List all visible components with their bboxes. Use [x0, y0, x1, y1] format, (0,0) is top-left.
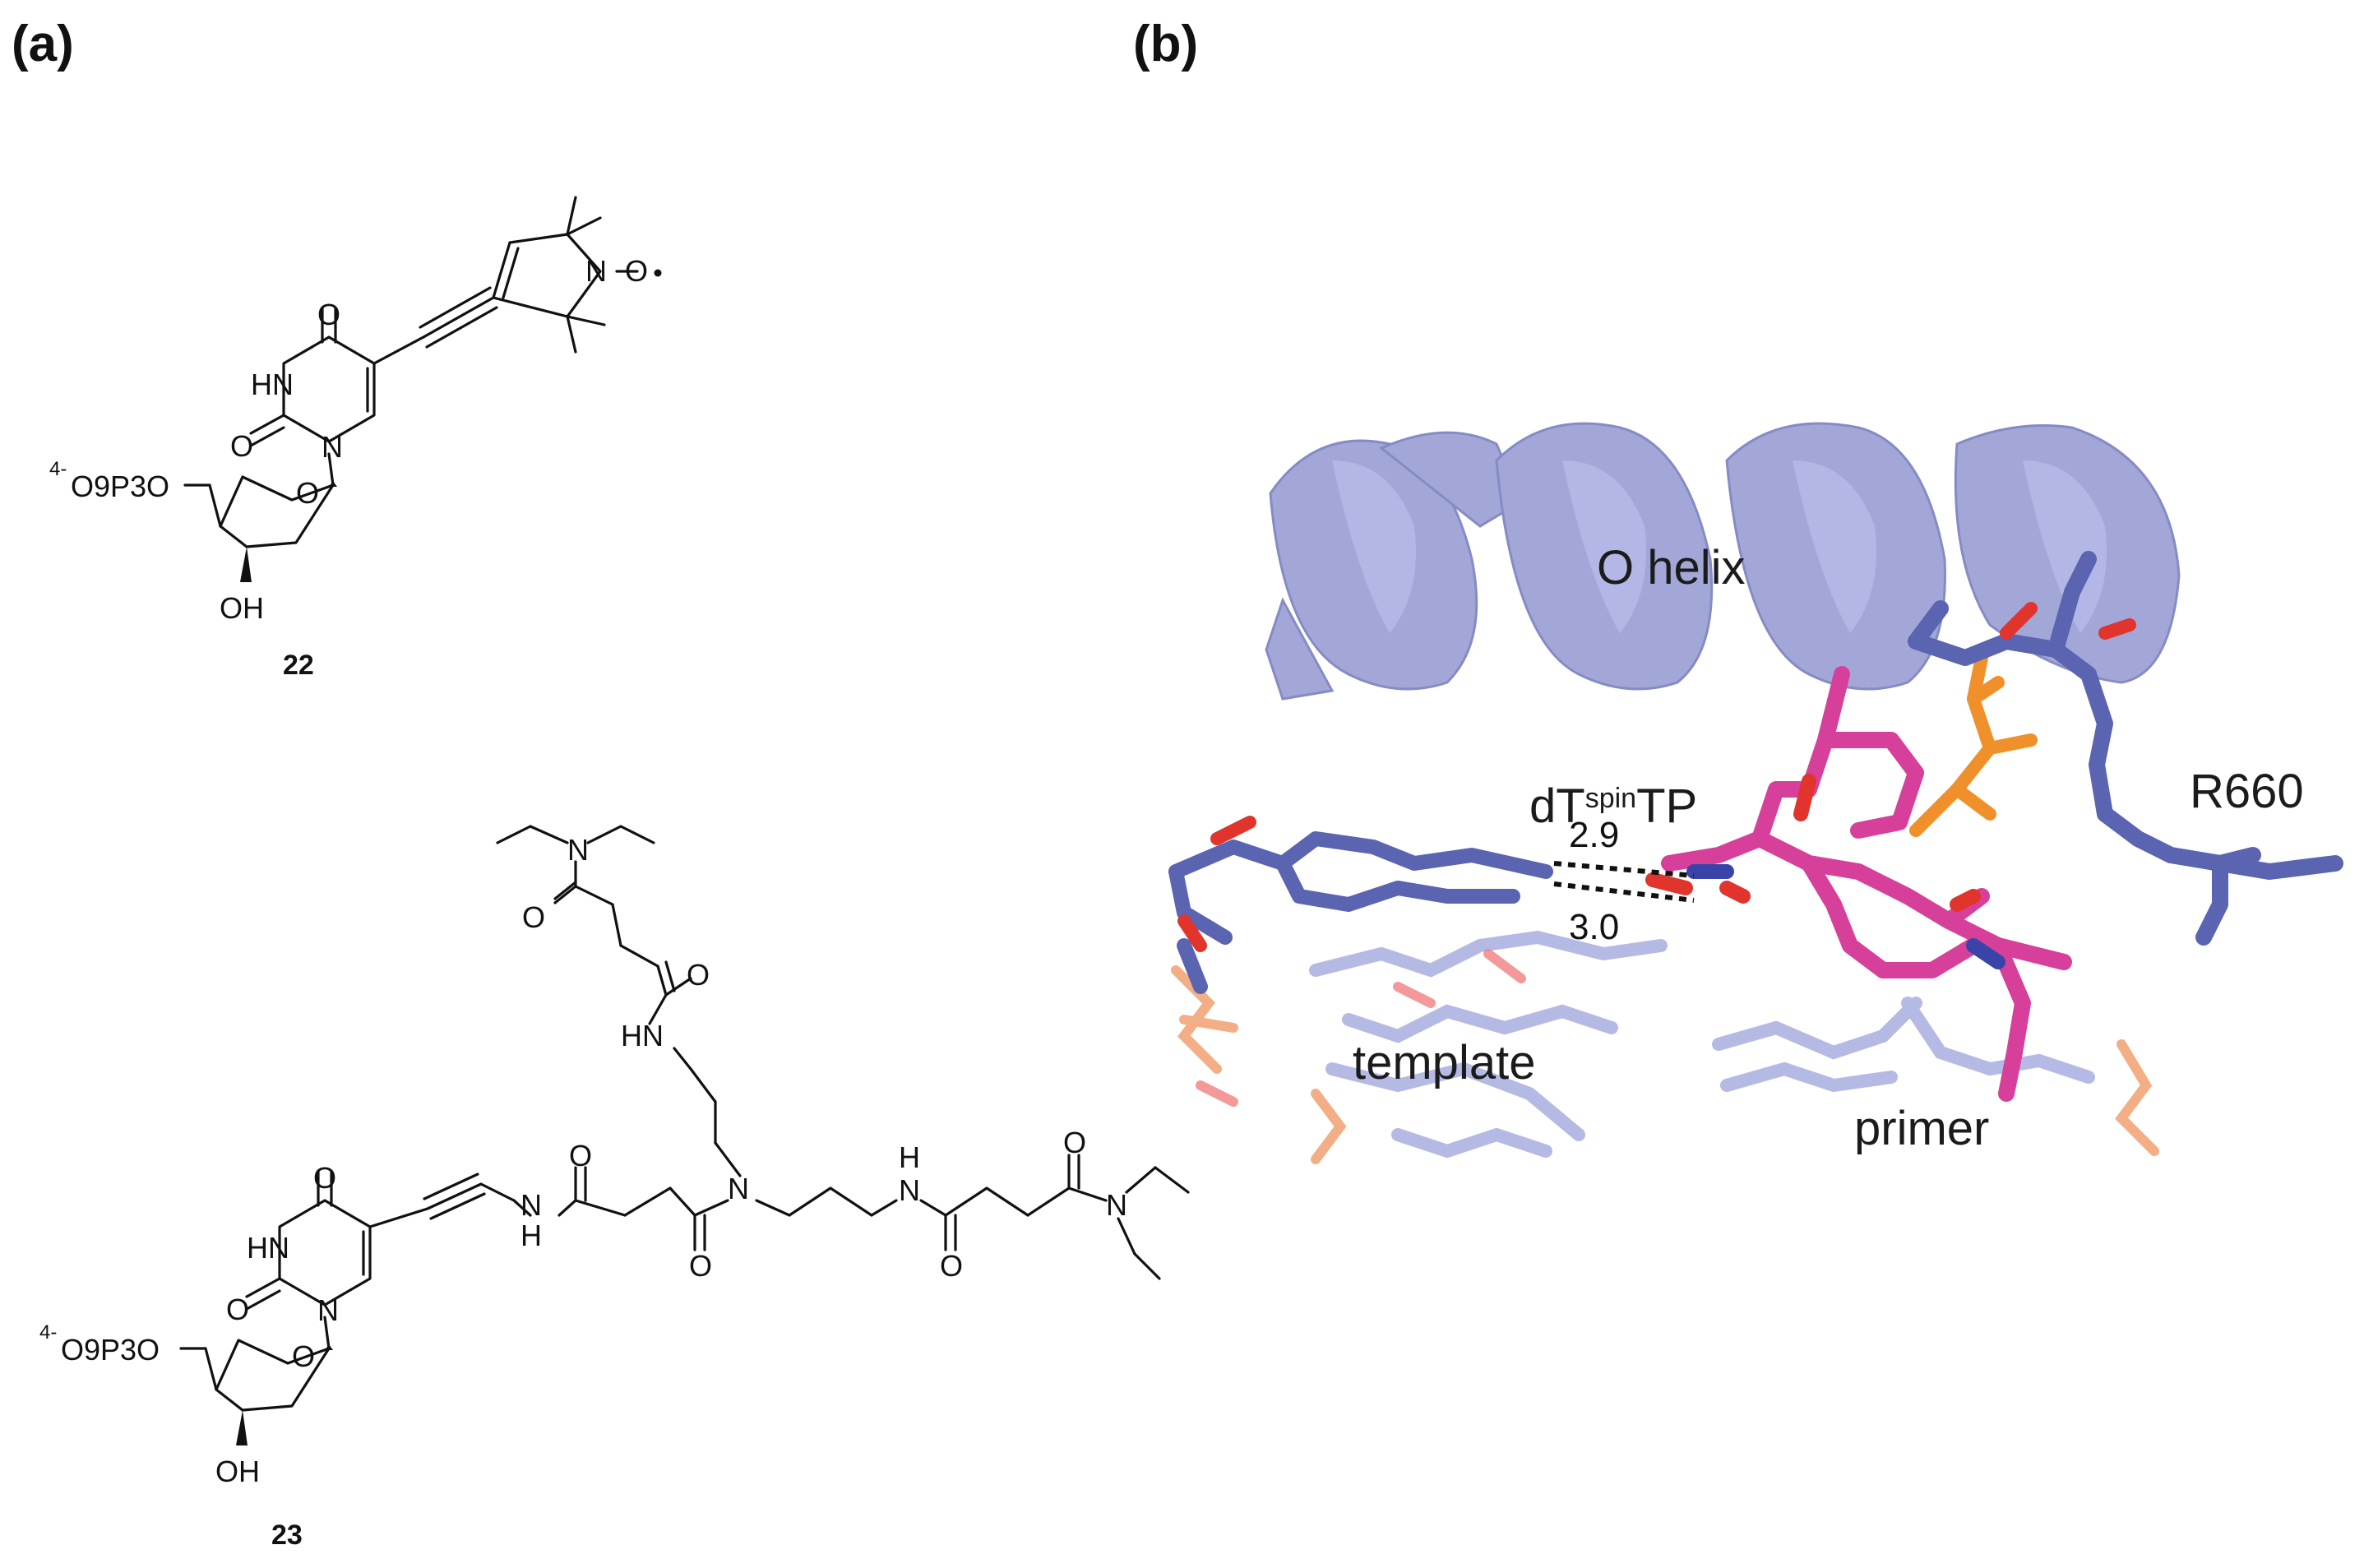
- c22-atom-n1: N: [322, 430, 343, 464]
- c23-atom-hn-up: HN: [621, 1019, 664, 1052]
- c23-phosphate-charge: 4-: [39, 1321, 57, 1344]
- label-ligand-sup: spin: [1585, 783, 1636, 814]
- hydrogen-bond-dashes: [1553, 861, 1695, 903]
- c22-atom-o-left: O: [230, 429, 253, 463]
- ligand-oxygens: [1645, 774, 1981, 912]
- label-ligand: dTspinTP: [1529, 779, 1697, 833]
- c23-phosphate: O9P3O: [61, 1333, 160, 1367]
- c23-atom-n1: N: [317, 1293, 339, 1327]
- c23-atom-n-diethyl-up: N: [567, 833, 589, 867]
- template-oxygens: [1196, 949, 1526, 1107]
- panel-a-label: (a): [12, 16, 74, 72]
- c22-atom-oh: OH: [220, 591, 264, 625]
- c23-atom-o-left: O: [226, 1293, 249, 1326]
- o-helix-shading: [1332, 460, 2107, 633]
- c23-atom-h-right: H: [899, 1140, 920, 1174]
- label-ligand-main: dT: [1529, 779, 1585, 833]
- template-base: [1168, 831, 1553, 994]
- c23-atom-o-amide1: O: [569, 1139, 592, 1173]
- compound-22-structure: [183, 196, 639, 582]
- c23-atom-o-up2: O: [522, 900, 545, 934]
- compound-23-number: 23: [271, 1519, 303, 1551]
- c22-atom-n-nitroxide: N: [585, 254, 607, 288]
- compound-22-number: 22: [283, 650, 314, 681]
- crystal-structure-image: [1168, 422, 2343, 1164]
- panel-b-label: (b): [1133, 16, 1198, 72]
- c23-atom-oh: OH: [215, 1455, 260, 1488]
- ligand-dtspintp: [1661, 666, 2072, 1102]
- c22-phosphate-charge: 4-: [49, 458, 67, 480]
- c22-atom-ring-o: O: [296, 476, 319, 510]
- c23-atom-hn: HN: [247, 1231, 289, 1265]
- label-r660: R660: [2190, 765, 2304, 818]
- c22-atom-o-radical: O: [625, 254, 648, 288]
- c23-atom-nh-amide1: N: [520, 1188, 542, 1222]
- residue-oxygens: [2000, 602, 2136, 640]
- c23-atom-ring-o: O: [292, 1339, 315, 1373]
- primer-strand: [1712, 997, 2095, 1093]
- template-phosphates: [1171, 965, 1347, 1164]
- c23-atom-o-amide2: O: [689, 1249, 712, 1283]
- compound-23-structure: [179, 825, 1190, 1445]
- c23-atom-o-up1: O: [687, 958, 710, 992]
- ligand-nitrogens: [1686, 864, 2005, 969]
- label-template: template: [1353, 1036, 1535, 1089]
- c23-atom-n-diethyl-right: N: [1106, 1188, 1127, 1222]
- template-strand: [1309, 930, 1668, 1159]
- c23-atom-n-right: N: [899, 1173, 920, 1207]
- label-distance-2: 3.0: [1569, 907, 1619, 947]
- label-primer: primer: [1854, 1102, 1989, 1155]
- c23-atom-o-top: O: [313, 1161, 336, 1195]
- label-o-helix: O helix: [1597, 541, 1746, 594]
- c22-phosphate: O9P3O: [71, 469, 169, 503]
- c22-atom-hn: HN: [251, 368, 294, 401]
- label-ligand-end: TP: [1636, 779, 1697, 833]
- c22-atom-o-top: O: [317, 298, 340, 331]
- label-distance-1: 2.9: [1569, 815, 1619, 855]
- c23-atom-o-right2: O: [1063, 1126, 1086, 1159]
- c23-atom-o-right1: O: [940, 1249, 963, 1283]
- c23-atom-n-central: N: [728, 1172, 749, 1205]
- c23-atom-h-amide1: H: [520, 1219, 542, 1252]
- residue-r660: [1908, 551, 2343, 946]
- radical-dot-icon: [654, 269, 662, 277]
- ligand-phosphate: [1909, 651, 2038, 837]
- template-base-oxygens: [1177, 816, 1256, 952]
- primer-phosphates: [2115, 1039, 2159, 1156]
